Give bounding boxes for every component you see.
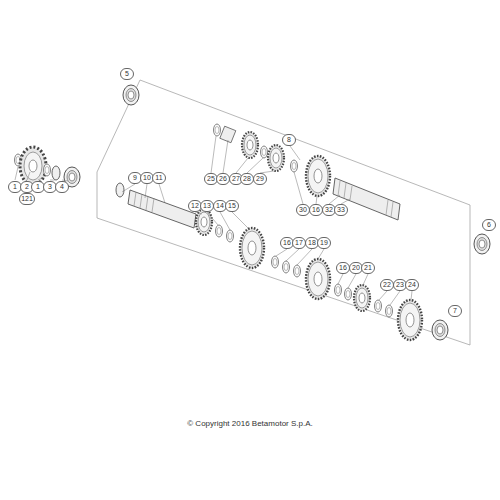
callout-number: 21 <box>361 262 375 274</box>
callout-number: 29 <box>253 173 267 185</box>
callout-number: 4 <box>55 181 69 193</box>
callout-number: 5 <box>120 68 134 80</box>
callout-number: 19 <box>317 237 331 249</box>
callout-number: 30 <box>296 204 310 216</box>
callout-number: 8 <box>282 134 296 146</box>
callout-number: 22 <box>380 279 394 291</box>
callout-number: 16 <box>309 204 323 216</box>
callout-number: 24 <box>405 279 419 291</box>
callout-number: 121 <box>19 193 35 205</box>
callout-number: 33 <box>334 204 348 216</box>
copyright-note: © Copyright 2016 Betamotor S.p.A. <box>187 419 313 429</box>
callout-number: 17 <box>292 237 306 249</box>
callout-number: 6 <box>482 219 496 231</box>
callout-number: 16 <box>336 262 350 274</box>
callout-number: 7 <box>448 305 462 317</box>
callout-number: 15 <box>225 200 239 212</box>
callout-number: 28 <box>240 173 254 185</box>
callout-number: 26 <box>216 173 230 185</box>
callout-number: 13 <box>200 200 214 212</box>
callout-number: 11 <box>152 172 166 184</box>
